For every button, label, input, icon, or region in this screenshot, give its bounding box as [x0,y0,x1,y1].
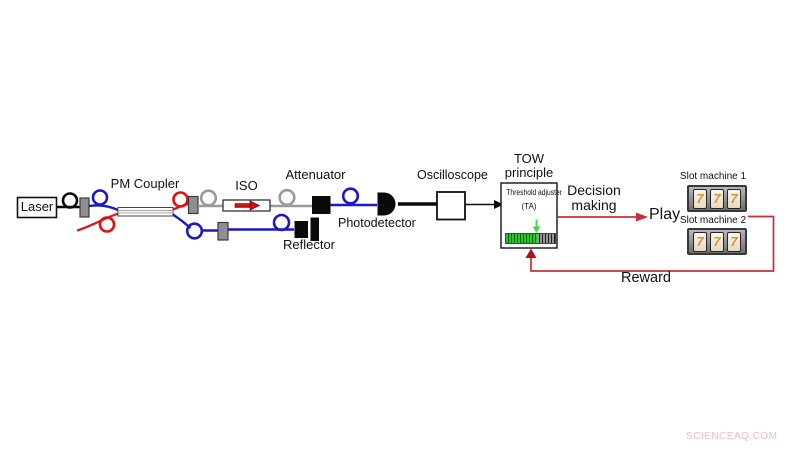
reflector-block [294,221,308,238]
decision-line2: making [571,197,617,214]
slot-machine-1: 7 7 7 [687,185,747,212]
fiber-loop-black-icon [61,192,79,209]
play-arrow-head-icon [636,212,648,222]
laser-label: Laser [20,199,54,214]
fiber-connector [187,195,199,215]
watermark: SCIENCEAQ.COM [686,431,778,442]
decision-line1: Decision [567,182,621,198]
fiber-loop-blue-icon [341,187,360,205]
threshold-adjuster-label: Threshold adjuster [506,188,562,197]
attenuator-box [312,196,331,214]
reflector-bar [310,217,319,241]
pm-coupler-body [117,207,174,217]
play-label: Play [649,206,681,223]
photodetector-label: Photodetector [338,216,416,230]
fiber-loop-blue-icon [91,189,109,206]
threshold-bar-green-segment [506,234,537,243]
fiber-loop-gray-icon [278,188,296,207]
iso-label: ISO [235,178,258,193]
slot-reel: 7 [727,188,741,209]
signal-arrow-head-icon [494,200,504,209]
fiber-connector [79,197,90,218]
slot-reel: 7 [693,231,707,252]
reward-arrow-head-icon [525,248,537,258]
fiber-loop-red-icon [98,216,116,233]
threshold-arrow-head-icon [532,226,541,233]
oscilloscope-label: Oscilloscope [417,168,488,182]
threshold-bar [505,233,556,244]
pm-coupler-label: PM Coupler [110,176,180,191]
threshold-bar-dark-segment [536,234,555,243]
slot-machine-2: 7 7 7 [687,228,747,255]
tow-title: TOW principle [499,151,559,181]
reward-feedback-line [530,215,775,272]
photodetector-icon [377,192,396,216]
decision-making-label: Decision making [561,182,627,214]
coupler-input-blue-fiber [88,204,119,212]
slot-reel: 7 [727,231,741,252]
fiber-loop-gray-icon [199,189,218,207]
fiber-connector [217,221,229,241]
iso-arrow-shaft [234,203,251,208]
slot-reel: 7 [710,188,724,209]
reflector-label: Reflector [282,237,336,252]
attenuator-label: Attenuator [285,167,346,182]
tow-title-line2: principle [504,165,554,181]
slot-reel: 7 [710,231,724,252]
fiber-loop-red-icon [172,191,189,208]
slot-machine-2-label: Slot machine 2 [679,215,747,226]
fiber-loop-blue-icon [185,222,204,240]
slot-reel: 7 [693,188,707,209]
coupler-input-red-fiber [76,212,119,232]
iso-arrow-head-icon [249,200,261,211]
slot-machine-1-label: Slot machine 1 [679,171,747,182]
oscilloscope-box [436,191,466,221]
reward-label: Reward [621,270,671,286]
tow-title-line1: TOW [513,151,545,166]
fiber-loop-blue-icon [272,213,291,232]
ta-label: (TA) [521,202,537,211]
